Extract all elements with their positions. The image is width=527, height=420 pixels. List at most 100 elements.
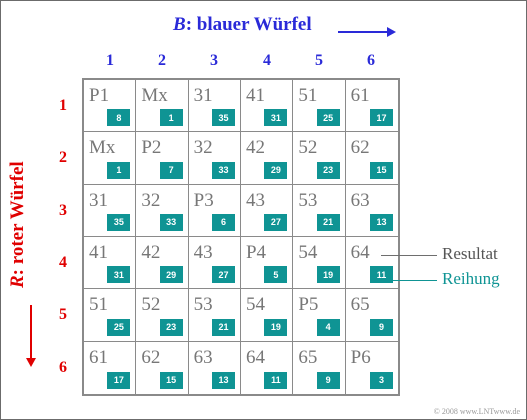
cell-rank-badge: 29 <box>159 266 183 284</box>
cell-result-label: 51 <box>298 85 318 106</box>
row-label-4: 4 <box>59 254 67 271</box>
cell-rank-badge: 35 <box>211 109 235 127</box>
cell-result-label: P5 <box>298 294 319 316</box>
cell-result-label: 62 <box>350 137 370 159</box>
cell-rank-badge: 35 <box>107 213 131 231</box>
cell-rank-badge: 15 <box>369 161 393 179</box>
cell-result-label: 32 <box>193 137 213 159</box>
row-label-1: 1 <box>59 97 67 114</box>
copyright-notice: © 2008 www.LNTwww.de <box>433 407 520 416</box>
row-label-2: 2 <box>59 149 67 166</box>
cell-rank-badge: 15 <box>159 371 183 389</box>
cell-rank-badge: 27 <box>264 213 288 231</box>
cell-rank-badge: 31 <box>107 266 131 284</box>
red-die-arrow-icon <box>26 305 36 367</box>
cell-rank-badge: 3 <box>369 371 393 389</box>
column-label-6: 6 <box>367 52 375 69</box>
cell-result-label: P1 <box>89 85 110 106</box>
cell-result-label: 32 <box>141 189 161 211</box>
cell-rank-badge: 21 <box>316 213 340 231</box>
red-die-title-text: : roter Würfel <box>7 161 28 276</box>
cell-rank-badge: 27 <box>211 266 235 284</box>
row-label-5: 5 <box>59 306 67 323</box>
cell-rank-badge: 8 <box>107 109 131 127</box>
cell-result-label: 65 <box>350 294 370 316</box>
cell-result-label: P6 <box>350 346 371 368</box>
cell-result-label: Mx <box>141 85 168 106</box>
column-label-3: 3 <box>210 52 218 69</box>
cell-result-label: P2 <box>141 137 162 159</box>
cell-result-label: 61 <box>89 346 108 368</box>
cell-rank-badge: 33 <box>159 213 183 231</box>
row-label-6: 6 <box>59 359 67 376</box>
cell-result-label: 64 <box>245 346 265 368</box>
cell-result-label: 52 <box>298 137 318 159</box>
cell-rank-badge: 1 <box>159 109 183 127</box>
cell-result-label: 65 <box>298 346 318 368</box>
cell-rank-badge: 31 <box>264 109 288 127</box>
cell-result-label: 42 <box>141 241 161 263</box>
cell-rank-badge: 13 <box>211 371 235 389</box>
cell-result-label: 63 <box>193 346 213 368</box>
cell-result-label: 41 <box>89 241 108 263</box>
cell-rank-badge: 13 <box>369 213 393 231</box>
cell-rank-badge: 4 <box>316 318 340 336</box>
cell-rank-badge: 25 <box>316 109 340 127</box>
cell-rank-badge: 17 <box>369 109 393 127</box>
cell-result-label: 41 <box>245 85 265 106</box>
cell-rank-badge: 11 <box>369 266 393 284</box>
cell-result-label: 63 <box>350 189 370 211</box>
cell-rank-badge: 23 <box>159 318 183 336</box>
grid-cell-r1-c2: Mx 1 <box>136 80 189 133</box>
cell-result-label: 31 <box>89 189 108 211</box>
red-die-title: R: roter Würfel <box>7 161 29 288</box>
blue-die-title: B: blauer Würfel <box>173 14 312 36</box>
column-label-5: 5 <box>315 52 323 69</box>
cell-result-label: 51 <box>89 294 108 316</box>
blue-die-title-text: : blauer Würfel <box>185 14 312 35</box>
cell-rank-badge: 1 <box>107 161 131 179</box>
cell-result-label: 61 <box>350 85 370 106</box>
red-die-variable: R <box>7 275 28 288</box>
cell-rank-badge: 11 <box>264 371 288 389</box>
result-pointer-line <box>381 255 437 256</box>
cell-rank-badge: 9 <box>369 318 393 336</box>
column-label-4: 4 <box>263 52 271 69</box>
rank-legend-label: Reihung <box>442 269 500 288</box>
cell-rank-badge: 6 <box>211 213 235 231</box>
rank-pointer-line <box>393 280 437 281</box>
cell-result-label: 52 <box>141 294 161 316</box>
cell-rank-badge: 29 <box>264 161 288 179</box>
cell-rank-badge: 19 <box>316 266 340 284</box>
cell-result-label: 54 <box>298 241 318 263</box>
cell-result-label: 31 <box>193 85 213 106</box>
cell-result-label: 43 <box>193 241 213 263</box>
cell-rank-badge: 17 <box>107 371 131 389</box>
